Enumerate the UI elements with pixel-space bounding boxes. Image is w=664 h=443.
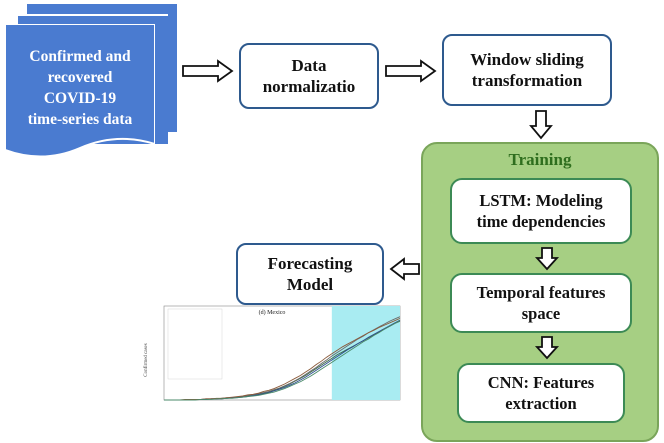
doc-line: recovered (47, 69, 113, 86)
box-line: time dependencies (476, 212, 606, 231)
box-line: Model (286, 275, 334, 294)
box-line: Window sliding (470, 50, 584, 69)
doc-sheet-front (5, 24, 155, 158)
legend-box (167, 308, 223, 380)
box-line: extraction (505, 394, 577, 413)
doc-line: time-series data (27, 111, 133, 128)
box-line: Forecasting (267, 254, 353, 273)
window-sliding-box: Window sliding transformation (442, 34, 612, 106)
box-line: CNN: Features (487, 373, 595, 392)
arrow-down-icon (534, 247, 560, 271)
chart-title: (d) Mexico (259, 309, 286, 316)
box-line: space (521, 304, 561, 323)
chart-svg: Confirmed cases (d) Mexico (144, 305, 401, 401)
forecast-chart: Confirmed cases (d) Mexico (140, 298, 408, 416)
chart-ylabel: Confirmed cases (144, 343, 149, 377)
temporal-features-box: Temporal features space (450, 273, 632, 333)
forecasting-model-box: Forecasting Model (236, 243, 384, 305)
lstm-box: LSTM: Modeling time dependencies (450, 178, 632, 244)
cnn-box: CNN: Features extraction (457, 363, 625, 423)
input-data-document: Confirmed and recovered COVID-19 time-se… (5, 24, 155, 156)
series-group (164, 316, 401, 401)
box-line: normalizatio (262, 77, 356, 96)
box-line: LSTM: Modeling (479, 191, 603, 210)
box-line: Data (291, 56, 327, 75)
arrow-left-icon (389, 257, 420, 281)
box-line: transformation (471, 71, 583, 90)
arrow-right-icon (182, 59, 234, 83)
series-line (164, 320, 401, 401)
arrow-right-icon (385, 59, 437, 83)
data-normalization-box: Data normalizatio (239, 43, 379, 109)
training-label: Training (508, 150, 572, 169)
arrow-down-icon (529, 110, 553, 140)
doc-line: Confirmed and (29, 48, 131, 65)
arrow-down-icon (534, 336, 560, 360)
doc-line: COVID-19 (43, 90, 117, 107)
box-line: Temporal features (476, 283, 606, 302)
